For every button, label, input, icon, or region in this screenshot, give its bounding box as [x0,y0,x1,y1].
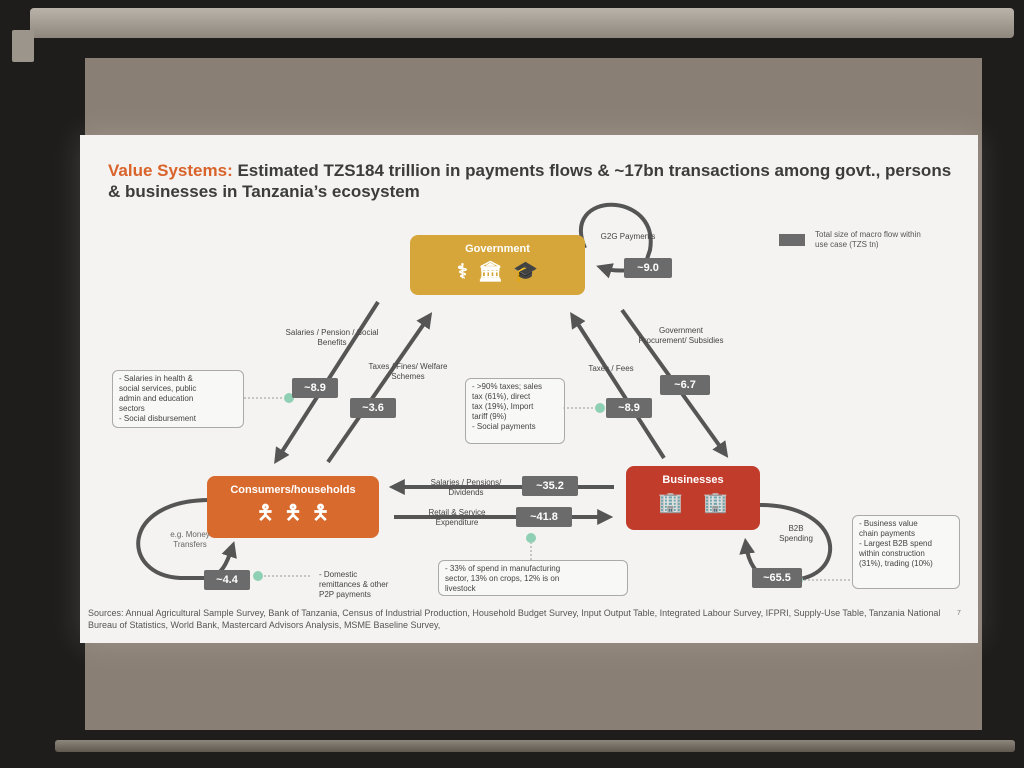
title-text: Estimated TZS184 trillion in payments fl… [108,161,952,201]
person-icon: 🯅 [256,502,275,524]
businesses-node: Businesses 🏢 🏢 [626,466,760,530]
sources-footnote: Sources: Annual Agricultural Sample Surv… [88,608,941,630]
money-transfers-label: e.g. Money Transfers [170,530,210,549]
gov-procurement-label: Government Procurement/ Subsidies [638,326,724,345]
note-line: sector, 13% on crops, 12% is on [445,574,560,583]
government-building-icon: 🏛 [477,261,504,283]
g2g-value: ~9.0 [624,258,672,278]
b2b-note: - Business value chain payments - Larges… [852,515,960,589]
note-line: within construction [859,549,925,558]
g2g-label: G2G Payments [600,232,656,241]
note-line: - 33% of spend in manufacturing [445,564,561,573]
note-dot [284,393,294,403]
note-line: - Business value [859,519,918,528]
note-line: - Largest B2B spend [859,539,932,548]
b2b-value: ~65.5 [752,568,802,588]
taxes-note: - >90% taxes; sales tax (61%), direct ta… [465,378,565,444]
note-line: sectors [119,404,145,413]
taxes-fines-label: Taxes / Fines/ Welfare Schemes [368,362,448,381]
projector-screen-housing [30,8,1014,38]
note-line: - Social disbursement [119,414,196,423]
salaries-dividends-value: ~35.2 [522,476,578,496]
note-line: - Salaries in health & [119,374,193,383]
graduation-cap-icon: 🎓 [513,261,539,283]
retail-value: ~41.8 [516,507,572,527]
note-line: social services, public [119,384,197,393]
legend-text: Total size of macro flow within use case… [815,230,921,249]
salaries-pension-label: Salaries / Pension / Social Benefits [285,328,379,347]
note-line: - >90% taxes; sales [472,382,543,391]
note-line: livestock [445,584,476,593]
salaries-dividends-label: Salaries / Pensions/ Dividends [430,478,502,497]
gov-procurement-value: ~6.7 [660,375,710,395]
taxes-fines-value: ~3.6 [350,398,396,418]
arrow-business-loop [739,503,833,582]
businesses-label: Businesses [662,474,724,486]
screen-pull-handle [12,30,34,62]
note-line: tariff (9%) [472,412,507,421]
remittance-note: - Domestic remittances & other P2P payme… [312,566,412,602]
note-line: chain payments [859,529,916,538]
person-icon: 🯅 [284,502,302,524]
arrow-business-to-gov [570,311,666,460]
screen-bottom-bar [55,740,1015,752]
retail-note: - 33% of spend in manufacturing sector, … [438,560,628,596]
note-line: (31%), trading (10%) [859,559,933,568]
taxes-fees-value: ~8.9 [606,398,652,418]
office-building-icon: 🏢 [703,492,728,514]
note-line: - Domestic [319,570,358,579]
consumers-node: Consumers/households 🯅 🯅 🯅 [207,476,379,538]
title-accent: Value Systems: [108,161,233,180]
government-label: Government [465,243,530,255]
taxes-fees-label: Taxes / Fees [588,364,634,373]
note-line: remittances & other [319,580,389,589]
b2b-label: B2B Spending [779,524,813,543]
money-transfers-value: ~4.4 [204,570,250,590]
caduceus-icon: ⚕ [456,261,468,283]
note-dot [595,403,605,413]
note-line: tax (61%), direct [472,392,531,401]
note-line: tax (19%), Import [472,402,534,411]
consumers-label: Consumers/households [230,484,356,496]
note-dot [526,533,536,543]
government-node: Government ⚕ 🏛 🎓 [410,235,585,295]
note-line: P2P payments [319,590,371,599]
slide-title: Value Systems: Estimated TZS184 trillion… [108,160,968,202]
person-icon: 🯅 [311,502,330,524]
office-building-icon: 🏢 [658,492,683,514]
note-dot [253,571,263,581]
salaries-note: - Salaries in health & social services, … [112,370,244,428]
page-number: 7 [957,610,961,617]
salaries-pension-value: ~8.9 [292,378,338,398]
note-line: admin and education [119,394,194,403]
arrow-consumers-to-gov [326,312,433,464]
note-line: - Social payments [472,422,536,431]
legend-swatch [779,234,805,246]
arrow-consumers-loop [136,498,237,580]
retail-label: Retail & Service Expenditure [428,508,486,527]
